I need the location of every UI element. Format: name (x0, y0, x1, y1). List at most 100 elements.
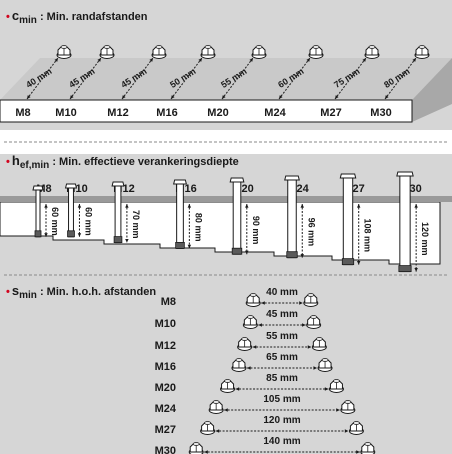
anchor-bolt-icon (173, 179, 187, 249)
slab-front-face (0, 99, 413, 123)
spacing-label: 105 mm (263, 394, 300, 405)
depth-arrow (44, 204, 48, 237)
depth-arrow (77, 204, 82, 237)
edge-distance-arrow (69, 57, 102, 100)
panel-s-min (0, 280, 452, 454)
nut-icon (200, 45, 216, 59)
anchor-bolt-icon (229, 177, 245, 255)
nut-icon (242, 315, 258, 329)
edge-size-label: M10 (55, 107, 76, 119)
edge-size-label: M30 (370, 107, 391, 119)
spacing-arrow (252, 345, 312, 349)
nut-icon (414, 45, 430, 59)
nut-icon (306, 315, 322, 329)
nut-icon (208, 400, 224, 414)
heading-label: : Min. effectieve verankeringsdiepte (52, 156, 239, 168)
anchor-bolt-icon (284, 175, 300, 259)
depth-arrow (187, 204, 192, 249)
anchor-bolt-icon (111, 181, 125, 244)
nut-icon (237, 337, 253, 351)
surface-strip (0, 196, 452, 202)
nut-icon (348, 421, 364, 435)
nut-icon (303, 293, 319, 307)
symbol: h (11, 153, 20, 168)
h-ef-min-heading: •hef,min : Min. effectieve verankeringsd… (6, 153, 239, 171)
nut-icon (99, 45, 115, 59)
nut-icon (308, 45, 324, 59)
edge-size-label: M12 (107, 107, 128, 119)
depth-label: 60 mm (50, 207, 60, 236)
nut-icon (200, 421, 216, 435)
spacing-size-label: M30 (155, 445, 176, 454)
subscript: min (19, 15, 37, 26)
spacing-label: 45 mm (266, 309, 298, 320)
depth-label: 70 mm (131, 210, 141, 239)
subscript: ef,min (19, 160, 50, 171)
spacing-arrow (261, 301, 303, 305)
depth-label: 90 mm (251, 216, 261, 245)
spacing-arrow (224, 408, 340, 412)
spacing-size-label: M16 (155, 361, 176, 373)
depth-label: 108 mm (363, 219, 373, 253)
depth-label: 80 mm (193, 213, 203, 242)
anchor-bolt-icon (339, 173, 357, 266)
nut-icon (311, 337, 327, 351)
symbol: c (11, 8, 20, 23)
spacing-label: 65 mm (266, 352, 298, 363)
nut-icon (328, 379, 344, 393)
symbol: s (11, 283, 20, 298)
spacing-arrow (246, 366, 318, 370)
edge-size-label: M20 (207, 107, 228, 119)
spacing-size-label: M24 (155, 403, 177, 415)
spacing-arrow (204, 450, 360, 454)
spacing-label: 40 mm (266, 287, 298, 298)
nut-icon (56, 45, 72, 59)
edge-size-label: M24 (264, 107, 286, 119)
nut-icon (360, 442, 376, 454)
edge-distance-arrow (26, 57, 59, 100)
anchor-bolt-icon (396, 171, 414, 273)
depth-label: 120 mm (420, 222, 430, 256)
subscript: min (19, 290, 37, 301)
bullet: • (6, 11, 10, 23)
bullet: • (6, 286, 10, 298)
depth-arrow (414, 204, 418, 272)
spacing-size-label: M12 (155, 340, 176, 352)
spacing-size-label: M10 (155, 318, 176, 330)
heading-label: : Min. randafstanden (39, 11, 148, 23)
nut-icon (340, 400, 356, 414)
anchor-bolt-icon (32, 185, 44, 238)
spacing-label: 55 mm (266, 331, 298, 342)
bullet: • (6, 156, 10, 168)
slab-side-face (412, 58, 452, 122)
depth-arrow (356, 204, 361, 265)
edge-distance-arrow (170, 57, 203, 100)
c-min-heading: •cmin : Min. randafstanden (6, 8, 148, 26)
nut-icon (251, 45, 267, 59)
edge-size-label: M8 (15, 107, 30, 119)
spacing-arrow (215, 429, 349, 433)
nut-icon (188, 442, 204, 454)
depth-label: 60 mm (83, 207, 93, 236)
edge-size-label: M16 (156, 107, 177, 119)
spacing-label: 140 mm (263, 436, 300, 447)
nut-icon (151, 45, 167, 59)
edge-distance-arrow (121, 57, 154, 100)
edge-distance-arrow (221, 57, 254, 100)
anchor-bolt-icon (64, 183, 78, 238)
depth-arrow (245, 204, 249, 255)
spacing-label: 120 mm (263, 415, 300, 426)
spacing-arrow (235, 387, 329, 391)
edge-distance-arrow (278, 57, 311, 100)
spacing-size-label: M8 (161, 296, 176, 308)
concrete-cross-section (0, 201, 441, 265)
nut-icon (231, 358, 247, 372)
heading-label: : Min. h.o.h. afstanden (39, 286, 157, 298)
s-min-heading: •smin : Min. h.o.h. afstanden (6, 283, 157, 301)
